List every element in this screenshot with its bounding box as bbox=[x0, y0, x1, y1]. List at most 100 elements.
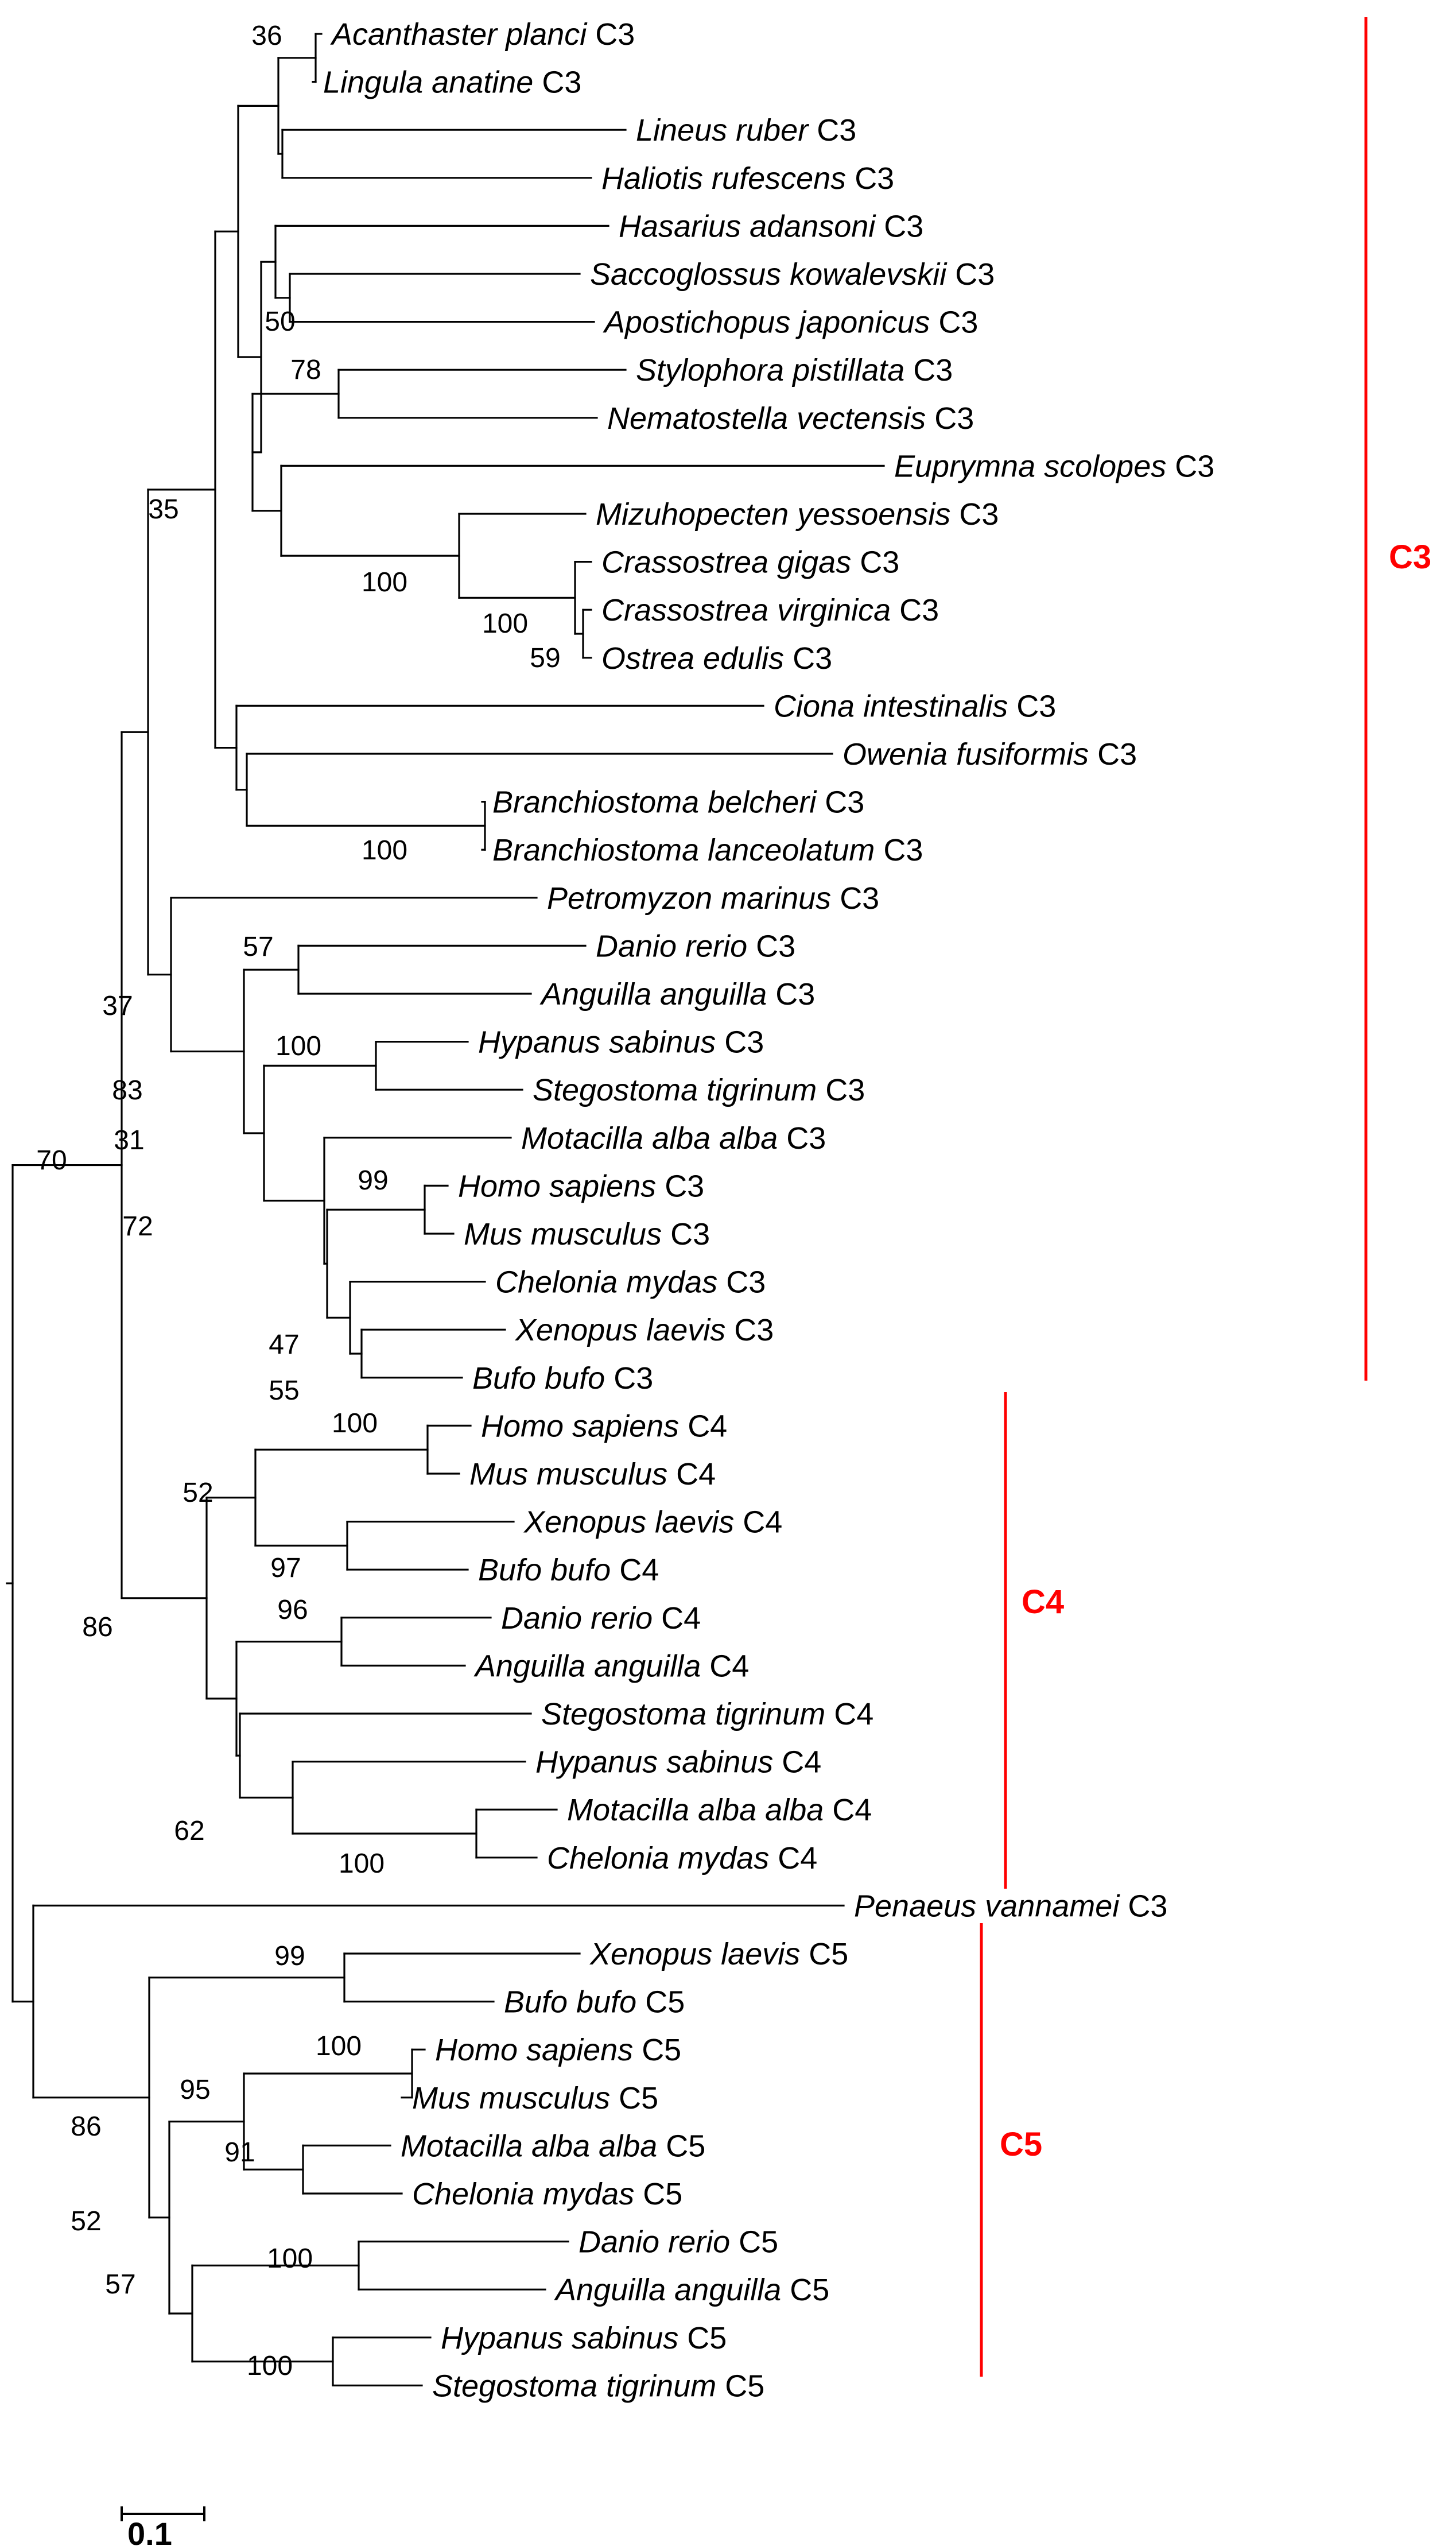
leaf-gene: C3 bbox=[884, 209, 923, 243]
leaf-gene: C5 bbox=[643, 2177, 682, 2211]
leaf-gene: C3 bbox=[775, 977, 815, 1012]
leaf-gene: C3 bbox=[786, 1121, 826, 1156]
support-value: 86 bbox=[71, 2111, 101, 2142]
leaf-gene: C3 bbox=[860, 545, 899, 580]
support-value: 91 bbox=[224, 2137, 255, 2168]
leaf-label: Motacilla alba alba C3 bbox=[521, 1121, 826, 1156]
leaf-species: Danio rerio bbox=[578, 2225, 739, 2260]
leaf-species: Apostichopus japonicus bbox=[603, 305, 938, 340]
support-value: 59 bbox=[530, 643, 560, 673]
leaf-label: Euprymna scolopes C3 bbox=[894, 449, 1214, 483]
leaf-species: Stylophora pistillata bbox=[636, 353, 913, 387]
support-value: 100 bbox=[339, 1849, 385, 1879]
support-value: 100 bbox=[316, 2031, 362, 2061]
leaf-label: Xenopus laevis C5 bbox=[589, 1937, 848, 1971]
leaf-label: Crassostrea gigas C3 bbox=[601, 545, 899, 580]
support-value: 36 bbox=[251, 21, 282, 51]
leaf-species: Motacilla alba alba bbox=[521, 1121, 786, 1156]
leaf-label: Ciona intestinalis C3 bbox=[774, 689, 1056, 723]
leaf-label: Hypanus sabinus C4 bbox=[535, 1745, 821, 1780]
leaf-label: Homo sapiens C5 bbox=[435, 2033, 681, 2067]
leaf-gene: C3 bbox=[542, 65, 581, 100]
leaf-gene: C3 bbox=[899, 593, 939, 627]
support-value: 52 bbox=[71, 2206, 101, 2237]
leaf-gene: C3 bbox=[817, 113, 856, 148]
leaf-species: Xenopus laevis bbox=[589, 1937, 809, 1971]
leaf-label: Anguilla anguilla C3 bbox=[539, 977, 815, 1012]
leaf-gene: C3 bbox=[726, 1265, 766, 1300]
leaf-species: Hasarius adansoni bbox=[619, 209, 884, 243]
support-value: 100 bbox=[362, 567, 407, 598]
scale-bar-label: 0.1 bbox=[127, 2516, 172, 2546]
leaf-species: Acanthaster planci bbox=[330, 17, 595, 52]
support-value: 83 bbox=[112, 1075, 142, 1106]
leaf-species: Euprymna scolopes bbox=[894, 449, 1175, 483]
leaf-label: Homo sapiens C4 bbox=[481, 1409, 727, 1443]
leaf-gene: C4 bbox=[782, 1745, 821, 1780]
leaf-label: Stegostoma tigrinum C4 bbox=[541, 1697, 873, 1731]
leaf-gene: C3 bbox=[734, 1313, 774, 1347]
leaf-label: Danio rerio C4 bbox=[501, 1601, 701, 1636]
leaf-species: Lingula anatine bbox=[323, 65, 542, 100]
support-value: 100 bbox=[332, 1408, 378, 1439]
support-value: 100 bbox=[267, 2243, 313, 2274]
leaf-label: Anguilla anguilla C5 bbox=[554, 2273, 829, 2307]
leaf-gene: C4 bbox=[743, 1505, 782, 1540]
support-value: 78 bbox=[290, 355, 321, 385]
leaf-label: Ostrea edulis C3 bbox=[601, 641, 832, 676]
leaf-label: Danio rerio C3 bbox=[596, 929, 795, 963]
leaf-label: Homo sapiens C3 bbox=[458, 1169, 704, 1203]
leaf-label: Bufo bufo C5 bbox=[504, 1985, 685, 2020]
leaf-species: Homo sapiens bbox=[458, 1169, 665, 1203]
leaf-species: Chelonia mydas bbox=[495, 1265, 726, 1300]
leaf-species: Bufo bufo bbox=[504, 1985, 645, 2020]
leaf-label: Xenopus laevis C3 bbox=[514, 1313, 774, 1347]
support-value: 37 bbox=[102, 991, 133, 1021]
support-value: 55 bbox=[269, 1375, 299, 1406]
leaf-gene: C3 bbox=[934, 401, 974, 436]
support-value: 52 bbox=[183, 1478, 213, 1508]
clade-label: C4 bbox=[1022, 1583, 1064, 1621]
leaf-species: Chelonia mydas bbox=[412, 2177, 643, 2211]
leaf-gene: C4 bbox=[688, 1409, 727, 1443]
leaf-species: Mizuhopecten yessoensis bbox=[596, 497, 959, 532]
support-value: 100 bbox=[275, 1031, 321, 1061]
leaf-label: Motacilla alba alba C4 bbox=[567, 1793, 872, 1827]
leaf-label: Hypanus sabinus C5 bbox=[441, 2321, 727, 2355]
leaf-gene: C4 bbox=[832, 1793, 872, 1827]
leaf-gene: C3 bbox=[1016, 689, 1056, 723]
leaf-label: Mus musculus C5 bbox=[412, 2081, 658, 2115]
leaf-gene: C5 bbox=[666, 2129, 705, 2163]
support-value: 86 bbox=[82, 1612, 112, 1642]
support-value: 57 bbox=[105, 2269, 135, 2300]
leaf-species: Ostrea edulis bbox=[601, 641, 793, 676]
leaf-species: Branchiostoma belcheri bbox=[492, 785, 825, 820]
leaf-gene: C3 bbox=[825, 1073, 865, 1107]
leaf-label: Penaeus vannamei C3 bbox=[854, 1889, 1167, 1923]
leaf-gene: C3 bbox=[840, 881, 879, 916]
leaf-species: Petromyzon marinus bbox=[547, 881, 840, 916]
support-value: 57 bbox=[243, 932, 273, 962]
leaf-label: Mizuhopecten yessoensis C3 bbox=[596, 497, 999, 532]
leaf-label: Apostichopus japonicus C3 bbox=[603, 305, 978, 340]
leaf-gene: C3 bbox=[756, 929, 795, 963]
leaf-species: Lineus ruber bbox=[636, 113, 817, 148]
leaf-species: Mus musculus bbox=[469, 1457, 676, 1491]
leaf-species: Anguilla anguilla bbox=[539, 977, 775, 1012]
leaf-gene: C4 bbox=[709, 1649, 749, 1683]
leaf-species: Anguilla anguilla bbox=[554, 2273, 790, 2307]
leaf-label: Danio rerio C5 bbox=[578, 2225, 778, 2260]
clade-label: C5 bbox=[1000, 2126, 1042, 2163]
scale-bar: 0.1 bbox=[121, 2506, 205, 2546]
leaf-label: Acanthaster planci C3 bbox=[330, 17, 635, 52]
leaf-species: Bufo bufo bbox=[478, 1553, 619, 1587]
leaf-label: Bufo bufo C4 bbox=[478, 1553, 659, 1587]
leaf-label: Lingula anatine C3 bbox=[323, 65, 581, 100]
leaf-gene: C3 bbox=[724, 1025, 764, 1060]
support-values: 3650781001005935100375783100319972475570… bbox=[36, 21, 560, 2381]
leaf-label: Nematostella vectensis C3 bbox=[607, 401, 974, 436]
leaf-label: Branchiostoma lanceolatum C3 bbox=[492, 833, 923, 867]
leaf-gene: C3 bbox=[825, 785, 864, 820]
leaf-species: Penaeus vannamei bbox=[854, 1889, 1128, 1923]
